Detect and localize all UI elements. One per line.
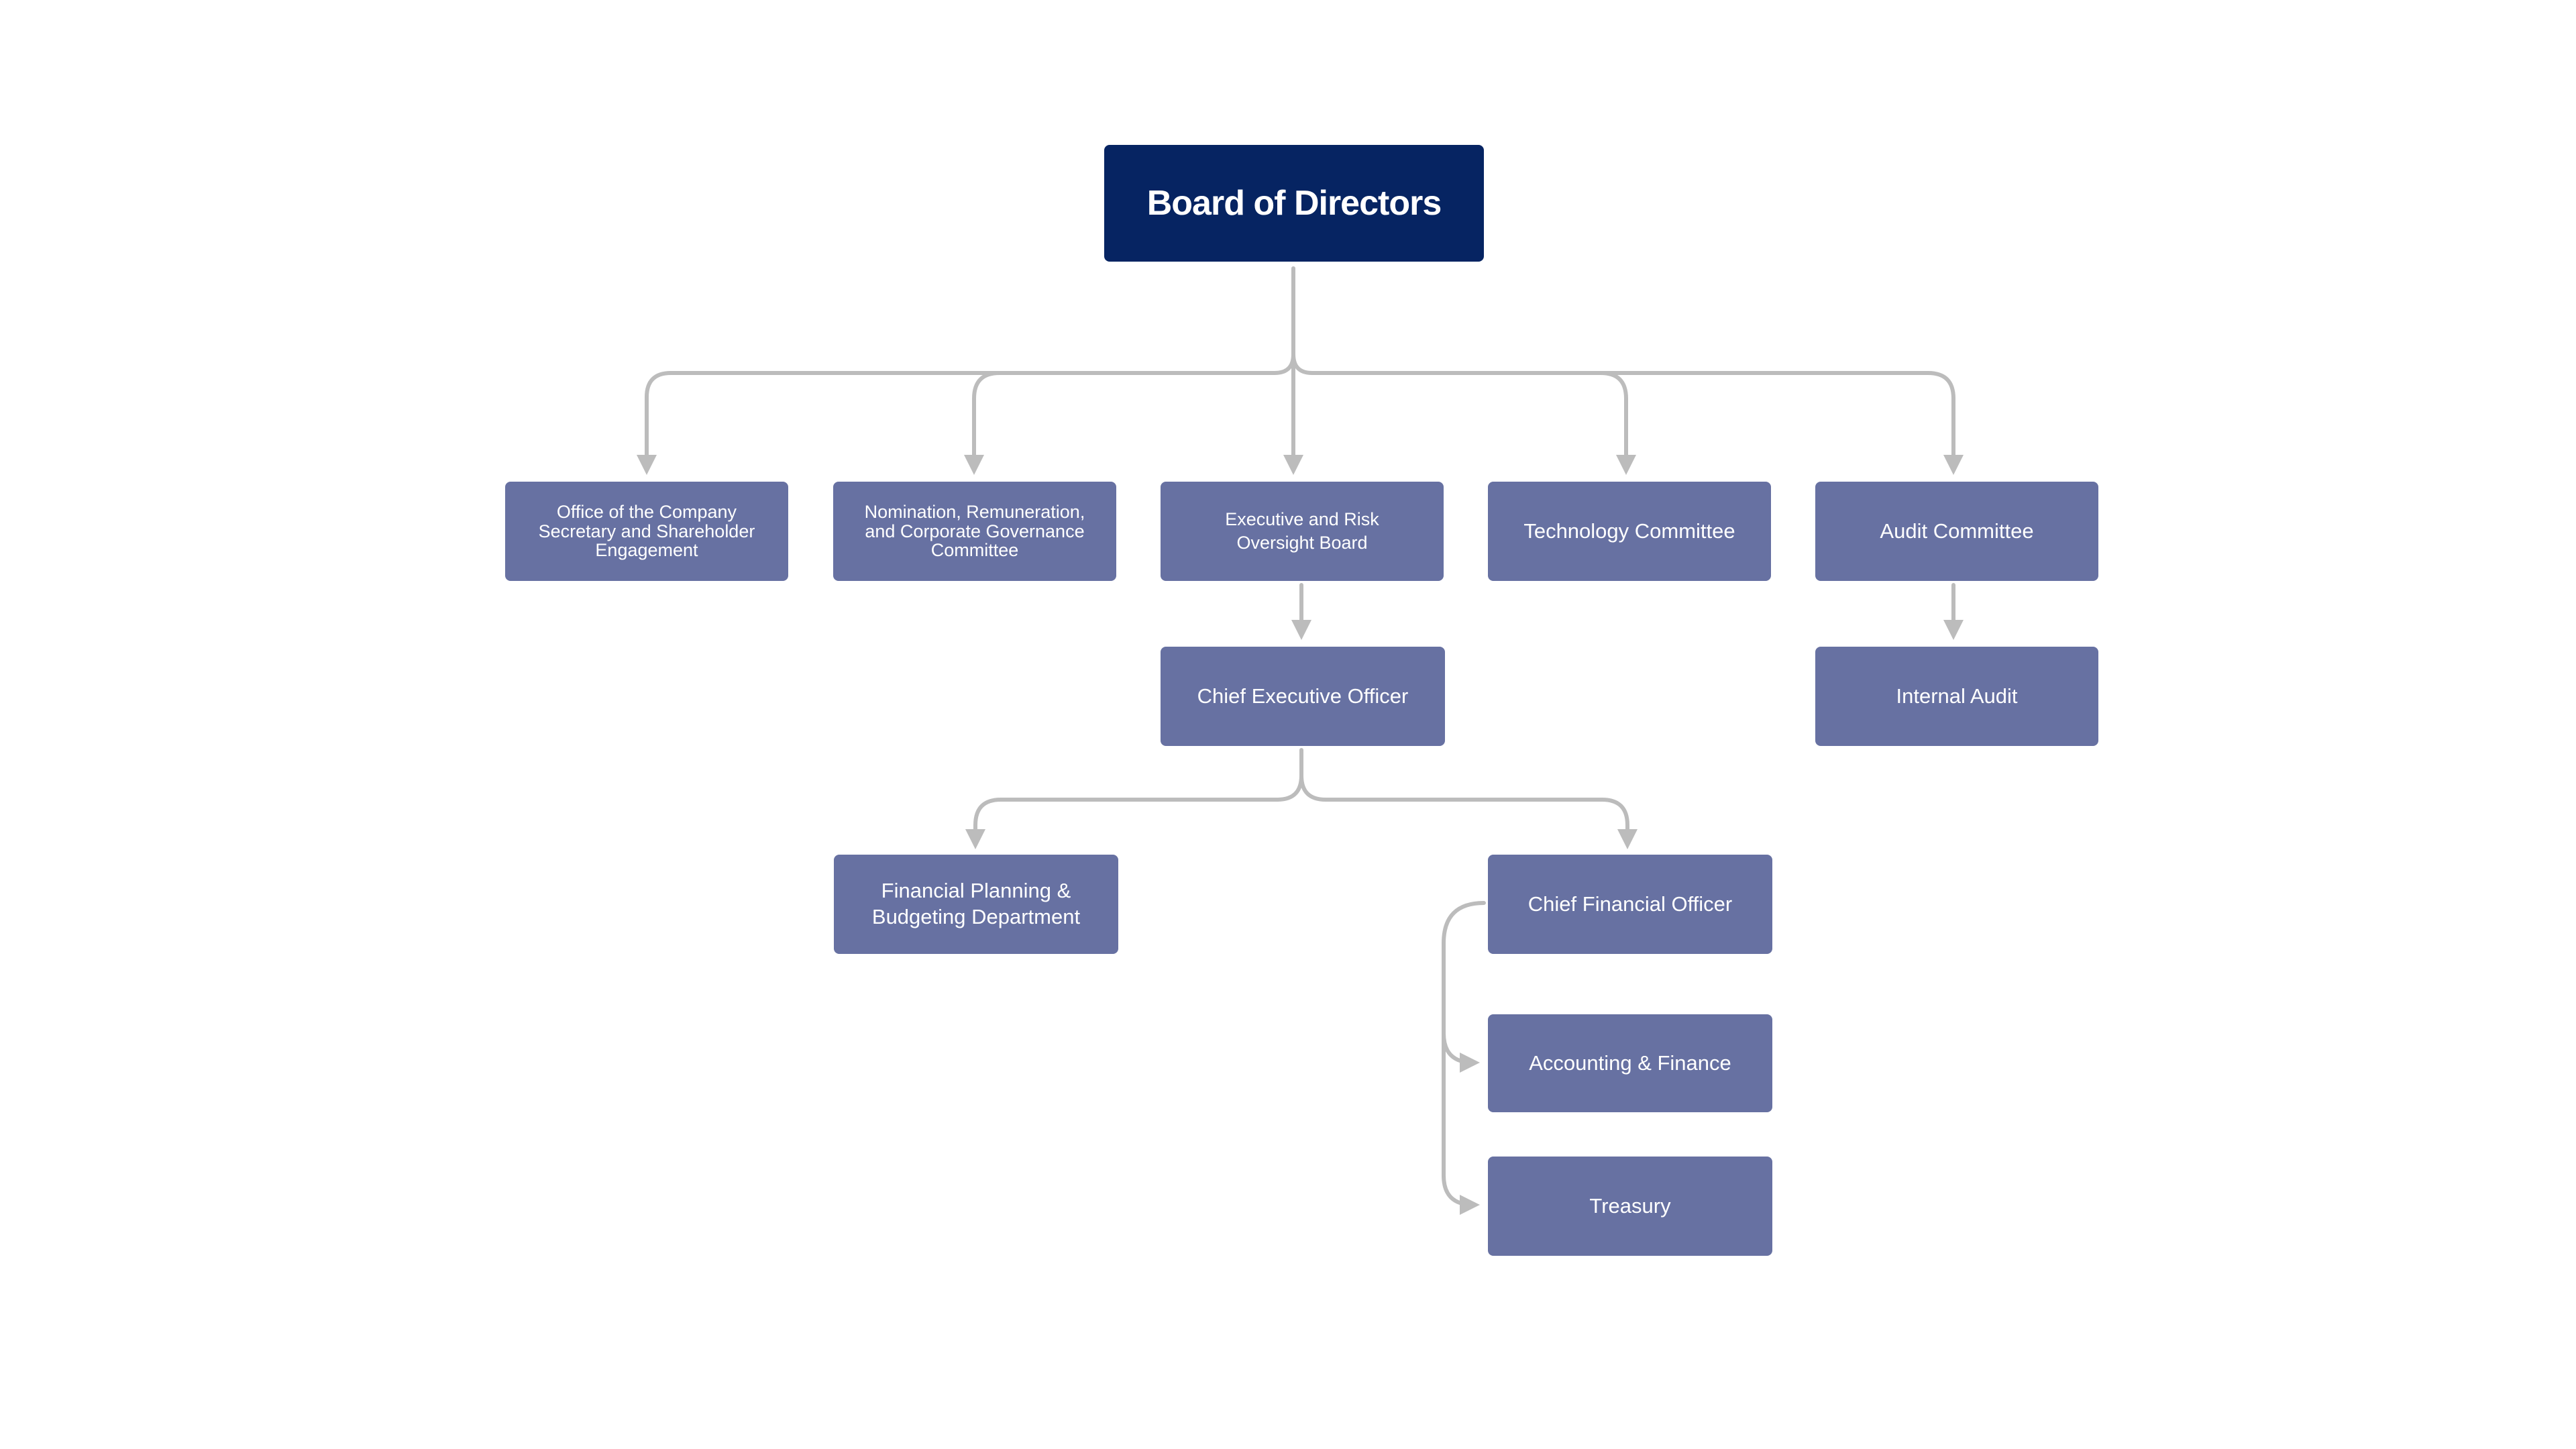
treasury-node[interactable]: Treasury	[1488, 1157, 1772, 1256]
arrowhead-secretary	[637, 455, 657, 475]
chief-financial-officer-node[interactable]: Chief Financial Officer	[1488, 855, 1772, 954]
connector-cfo-spine	[1442, 901, 1486, 1207]
arrowhead-ceo	[1291, 620, 1311, 640]
board-of-directors-node[interactable]: Board of Directors	[1104, 145, 1484, 262]
arrowhead-cfo	[1617, 829, 1638, 849]
connector-board-to-nomination	[972, 371, 1277, 458]
arrowhead-treasury	[1460, 1195, 1480, 1215]
connector-board-to-technology	[1291, 352, 1628, 458]
executive-risk-oversight-node[interactable]: Executive and Risk Oversight Board	[1161, 482, 1444, 581]
company-secretary-node[interactable]: Office of the Company Secretary and Shar…	[505, 482, 788, 581]
arrowhead-fpb	[965, 829, 985, 849]
arrowhead-technology	[1616, 455, 1636, 475]
connector-ceo-to-cfo	[1299, 773, 1629, 833]
arrowhead-executive-risk	[1283, 455, 1303, 475]
nomination-remuneration-node[interactable]: Nomination, Remuneration, and Corporate …	[833, 482, 1116, 581]
financial-planning-budgeting-node[interactable]: Financial Planning & Budgeting Departmen…	[834, 855, 1118, 954]
arrowhead-internal-audit	[1943, 620, 1964, 640]
connector-board-to-audit	[1599, 371, 1955, 458]
internal-audit-node[interactable]: Internal Audit	[1815, 647, 2098, 746]
arrowhead-accounting	[1460, 1053, 1480, 1073]
audit-committee-node[interactable]: Audit Committee	[1815, 482, 2098, 581]
technology-committee-node[interactable]: Technology Committee	[1488, 482, 1771, 581]
accounting-finance-node[interactable]: Accounting & Finance	[1488, 1014, 1772, 1112]
arrowhead-nomination	[964, 455, 984, 475]
connector-ceo-to-fpb	[973, 773, 1303, 833]
connector-board-to-secretary	[645, 352, 1295, 458]
chief-executive-officer-node[interactable]: Chief Executive Officer	[1161, 647, 1445, 746]
arrowhead-audit	[1943, 455, 1964, 475]
